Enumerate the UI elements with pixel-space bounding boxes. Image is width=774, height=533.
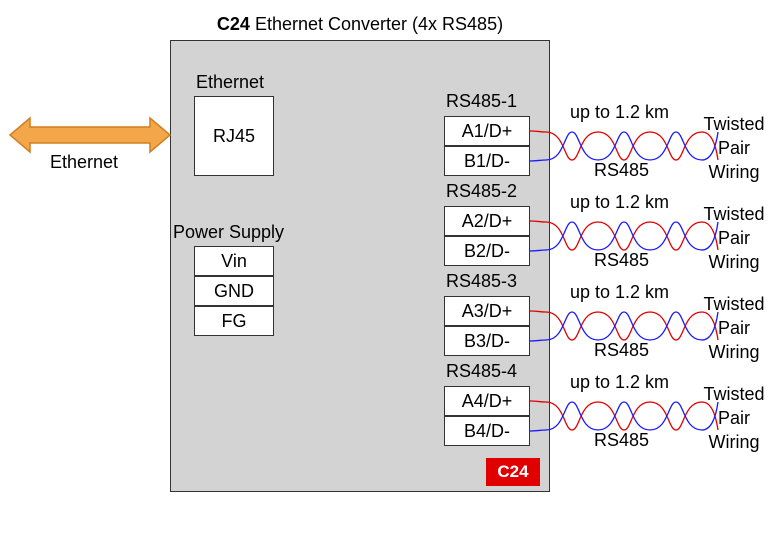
rs485-terminal-a: A4/D+ bbox=[444, 386, 530, 416]
wire-lead-a bbox=[529, 220, 547, 223]
rs485-terminal-a: A3/D+ bbox=[444, 296, 530, 326]
wire-blue bbox=[545, 131, 719, 161]
wire-lead-a bbox=[529, 400, 547, 403]
terminal-fg: FG bbox=[194, 306, 274, 336]
wire-blue bbox=[545, 311, 719, 341]
terminal-gnd-label: GND bbox=[214, 280, 254, 301]
rs485-distance: up to 1.2 km bbox=[570, 102, 670, 122]
model-badge: C24 bbox=[486, 458, 540, 486]
wiring-line-3: Wiring bbox=[708, 162, 760, 182]
rs485-port-name: RS485-4 bbox=[446, 361, 518, 381]
wire-lead-b bbox=[529, 249, 547, 252]
wiring-line-3: Wiring bbox=[708, 252, 760, 272]
wiring-line-3: Wiring bbox=[708, 432, 760, 452]
terminal-fg-label: FG bbox=[221, 310, 247, 331]
wire-lead-b bbox=[529, 339, 547, 342]
rj45-label: RJ45 bbox=[212, 125, 256, 146]
terminal-vin-label: Vin bbox=[221, 250, 247, 271]
ethernet-double-arrow bbox=[8, 116, 172, 154]
ethernet-arrow-label: Ethernet bbox=[50, 152, 119, 172]
rs485-port-name: RS485-1 bbox=[446, 91, 518, 111]
rs485-terminal-a: A1/D+ bbox=[444, 116, 530, 146]
power-supply-heading: Power Supply bbox=[173, 222, 285, 242]
rs485-bus-label: RS485 bbox=[594, 160, 650, 180]
title-text: Ethernet Converter (4x RS485) bbox=[249, 14, 504, 34]
rs485-terminal-b-label: B3/D- bbox=[463, 330, 510, 351]
wire-lead-a bbox=[529, 130, 547, 133]
rs485-terminal-b-label: B1/D- bbox=[463, 150, 510, 171]
rs485-distance: up to 1.2 km bbox=[570, 192, 670, 212]
wiring-label: Twisted Pair Wiring bbox=[696, 382, 772, 454]
rs485-port-name: RS485-2 bbox=[446, 181, 518, 201]
wire-blue bbox=[545, 221, 719, 251]
rs485-terminal-a-label: A3/D+ bbox=[461, 300, 513, 321]
wiring-label: Twisted Pair Wiring bbox=[696, 292, 772, 364]
rs485-terminal-b: B3/D- bbox=[444, 326, 530, 356]
rj45-port: RJ45 bbox=[194, 96, 274, 176]
rs485-terminal-a: A2/D+ bbox=[444, 206, 530, 236]
rs485-bus-label: RS485 bbox=[594, 250, 650, 270]
wiring-label: Twisted Pair Wiring bbox=[696, 202, 772, 274]
wire-lead-b bbox=[529, 429, 547, 432]
wiring-label: Twisted Pair Wiring bbox=[696, 112, 772, 184]
wiring-line-2: Pair bbox=[717, 228, 750, 248]
rs485-distance: up to 1.2 km bbox=[570, 282, 670, 302]
wiring-line-2: Pair bbox=[717, 138, 750, 158]
wiring-line-1: Twisted bbox=[703, 114, 765, 134]
wiring-line-3: Wiring bbox=[708, 342, 760, 362]
rs485-terminal-a-label: A1/D+ bbox=[461, 120, 513, 141]
rs485-terminal-b: B1/D- bbox=[444, 146, 530, 176]
rs485-terminal-b-label: B4/D- bbox=[463, 420, 510, 441]
wire-lead-b bbox=[529, 159, 547, 162]
rs485-bus-label: RS485 bbox=[594, 430, 650, 450]
wiring-line-2: Pair bbox=[717, 408, 750, 428]
wiring-line-2: Pair bbox=[717, 318, 750, 338]
rs485-distance: up to 1.2 km bbox=[570, 372, 670, 392]
diagram-title: C24 Ethernet Converter (4x RS485) bbox=[170, 14, 550, 35]
terminal-vin: Vin bbox=[194, 246, 274, 276]
rs485-port-name: RS485-3 bbox=[446, 271, 518, 291]
rs485-bus-label: RS485 bbox=[594, 340, 650, 360]
wiring-line-1: Twisted bbox=[703, 384, 765, 404]
rs485-terminal-b: B4/D- bbox=[444, 416, 530, 446]
rs485-terminal-a-label: A2/D+ bbox=[461, 210, 513, 231]
terminal-gnd: GND bbox=[194, 276, 274, 306]
rs485-terminal-a-label: A4/D+ bbox=[461, 390, 513, 411]
wire-lead-a bbox=[529, 310, 547, 313]
wiring-line-1: Twisted bbox=[703, 204, 765, 224]
title-model: C24 bbox=[216, 14, 250, 34]
rs485-terminal-b: B2/D- bbox=[444, 236, 530, 266]
wiring-line-1: Twisted bbox=[703, 294, 765, 314]
rs485-terminal-b-label: B2/D- bbox=[463, 240, 510, 261]
ethernet-heading: Ethernet bbox=[196, 72, 265, 92]
wire-blue bbox=[545, 401, 719, 431]
